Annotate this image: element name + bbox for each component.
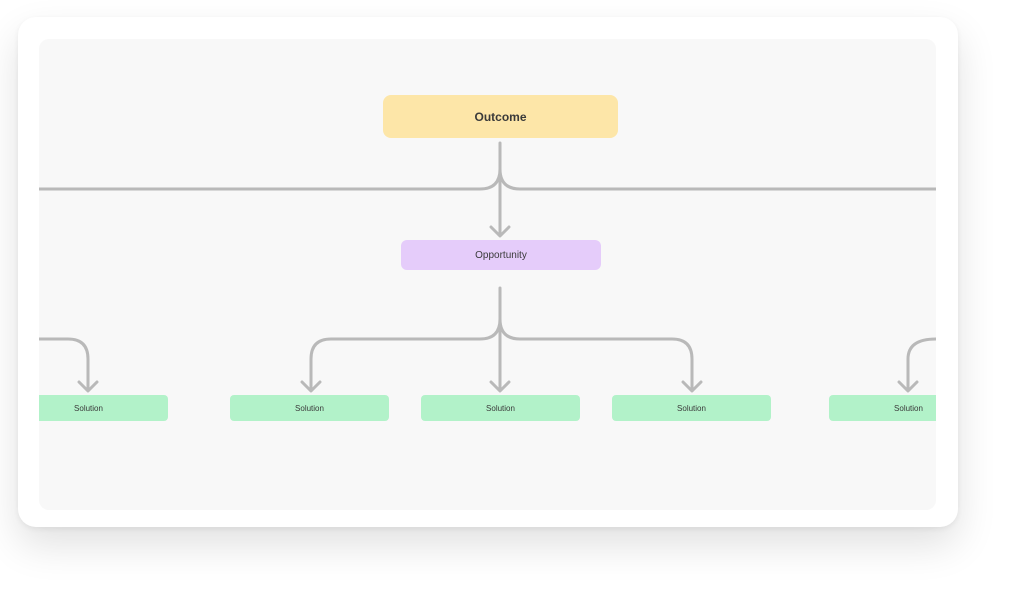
arrowhead-solution-5: [897, 380, 919, 393]
solution-node-5[interactable]: Solution: [829, 395, 936, 421]
arrowhead-opportunity: [489, 225, 511, 238]
solution-label: Solution: [894, 403, 923, 413]
outcome-node[interactable]: Outcome: [383, 95, 618, 138]
solution-node-3[interactable]: Solution: [421, 395, 580, 421]
arrowhead-solution-4: [681, 380, 703, 393]
arrowhead-solution-3: [489, 380, 511, 393]
connector-to-solution-2: [309, 317, 502, 392]
solution-node-4[interactable]: Solution: [612, 395, 771, 421]
solution-label: Solution: [295, 403, 324, 413]
solution-node-2[interactable]: Solution: [230, 395, 389, 421]
connector-to-solution-4: [498, 317, 694, 392]
arrowhead-solution-2: [300, 380, 322, 393]
solution-node-1[interactable]: Solution: [39, 395, 168, 421]
connector-lines: [39, 141, 936, 393]
connector-to-solution-1: [39, 337, 90, 392]
connector-to-solution-5: [906, 337, 936, 392]
solution-label: Solution: [74, 403, 103, 413]
outcome-label: Outcome: [474, 109, 527, 124]
branch-line-left: [39, 167, 502, 191]
opportunity-node[interactable]: Opportunity: [401, 240, 601, 270]
diagram-canvas: Outcome Opportunity Solution Solution So…: [39, 39, 936, 510]
arrowhead-solution-1: [77, 380, 99, 393]
solution-label: Solution: [677, 403, 706, 413]
branch-line-right: [498, 167, 936, 191]
solution-label: Solution: [486, 403, 515, 413]
opportunity-label: Opportunity: [475, 249, 527, 261]
